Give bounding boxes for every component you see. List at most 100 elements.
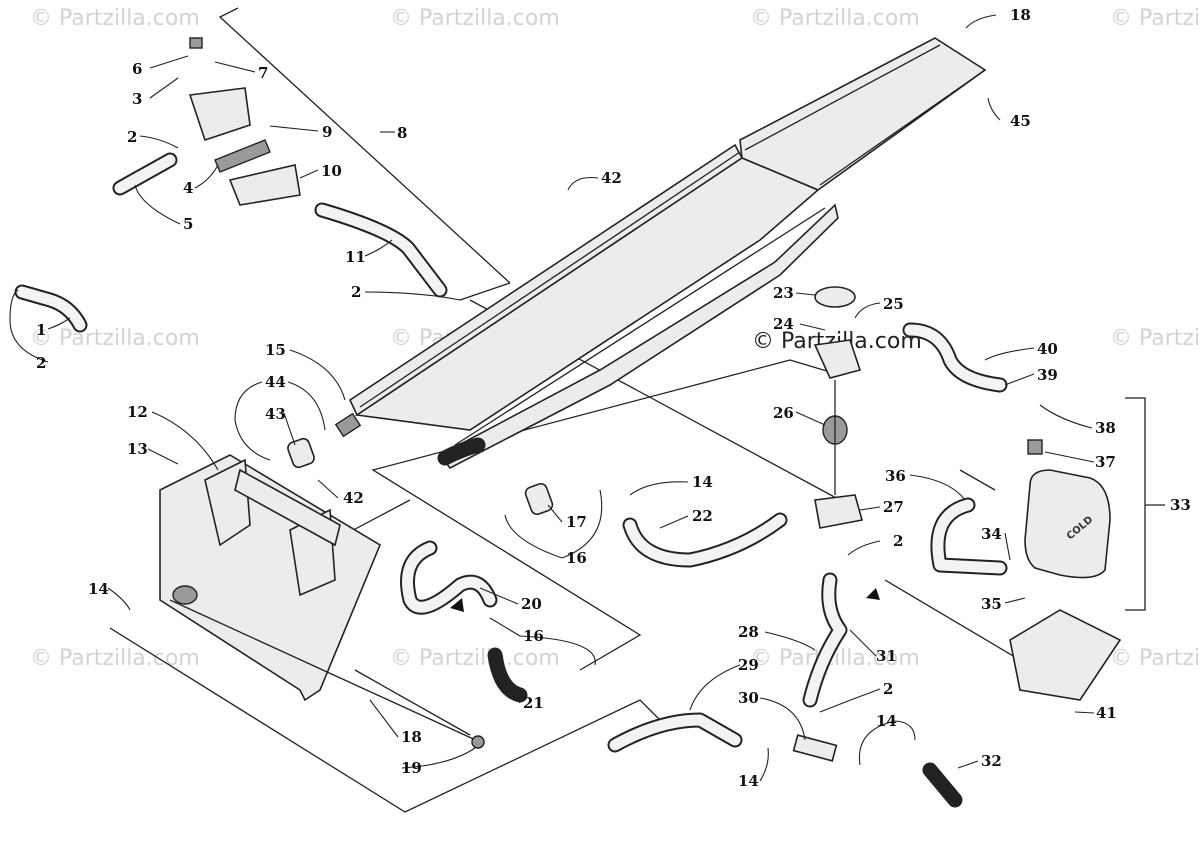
callout-28: 28 (738, 623, 759, 641)
coupler-43 (287, 437, 315, 469)
leader (795, 292, 816, 296)
callout-19: 19 (401, 759, 422, 777)
group-outlines (109, 7, 1165, 813)
hose-40-inner (904, 324, 1006, 391)
callout-25: 25 (883, 295, 904, 313)
leader (629, 481, 689, 496)
callout-38: 38 (1095, 419, 1116, 437)
callout-23: 23 (773, 284, 794, 302)
hose-5-inner (114, 154, 176, 194)
elbow-32 (922, 762, 963, 808)
callout-22: 22 (692, 507, 713, 525)
cap-37 (1027, 439, 1043, 455)
tank-body (1024, 469, 1111, 579)
leader (1004, 597, 1026, 604)
gasket (214, 139, 271, 173)
mount-bracket (1009, 609, 1122, 701)
leader (858, 720, 896, 766)
callout-32: 32 (981, 752, 1002, 770)
leader (894, 720, 916, 741)
callout-7: 7 (258, 64, 268, 82)
housing-27 (814, 494, 864, 529)
leader (987, 97, 1001, 121)
callout-15: 15 (265, 341, 286, 359)
leader (849, 629, 877, 657)
leader (795, 411, 826, 426)
leader (107, 587, 131, 611)
leader (854, 302, 881, 319)
leader (147, 448, 179, 465)
group-outline-right (884, 579, 1021, 661)
callout-14: 14 (88, 580, 109, 598)
leader (364, 291, 461, 301)
callout-2: 2 (883, 680, 893, 698)
leader (965, 14, 997, 29)
group-outline-top (459, 282, 511, 301)
leader (519, 635, 596, 666)
leader (659, 515, 689, 529)
callout-1: 1 (36, 321, 46, 339)
heat-exchanger-rails (334, 37, 987, 470)
tee-30 (792, 734, 838, 762)
coolant-hoses (287, 322, 1008, 808)
group-outline-bottom (109, 627, 661, 813)
rail-edge (454, 207, 826, 446)
hose-21 (487, 647, 528, 703)
watermark: © Partzilla.com (1110, 6, 1200, 31)
leader (269, 125, 319, 132)
callout-18: 18 (1010, 6, 1031, 24)
leader (1004, 532, 1011, 561)
callouts: 18 45 6 7 3 2 9 8 10 4 5 42 11 2 1 2 23 … (36, 6, 1191, 790)
hose-11-inner (316, 204, 446, 296)
leader (134, 184, 181, 225)
arrows (450, 588, 880, 612)
callout-29: 29 (738, 656, 759, 674)
arrow-marker (450, 598, 464, 612)
callout-45: 45 (1010, 112, 1031, 130)
watermark: © Partzilla.com (1110, 646, 1200, 671)
leader (1044, 451, 1095, 463)
leader (299, 169, 319, 179)
callout-16: 16 (566, 549, 587, 567)
housing-cover (188, 87, 251, 142)
leader (547, 504, 563, 523)
callout-43: 43 (265, 405, 286, 423)
watermark: © Partzilla.com (30, 6, 200, 31)
leader (9, 289, 49, 363)
group-outline-right (959, 469, 996, 491)
callout-20: 20 (521, 595, 542, 613)
overflow-tank: COLD (1009, 439, 1122, 701)
leader (567, 176, 599, 191)
callout-21: 21 (523, 694, 544, 712)
leader (504, 489, 603, 559)
leader (151, 411, 219, 471)
leader (364, 239, 393, 257)
callout-6: 6 (132, 60, 142, 78)
rod-end (471, 735, 485, 749)
leader (479, 587, 519, 605)
leader (149, 77, 179, 99)
leader (489, 617, 521, 637)
callout-34: 34 (981, 525, 1002, 543)
callout-40: 40 (1037, 340, 1058, 358)
leader (759, 747, 769, 782)
frame-crossbar (234, 468, 341, 547)
watermark: © Partzilla.com (30, 646, 200, 671)
frame-port (172, 585, 198, 605)
callout-39: 39 (1037, 366, 1058, 384)
frame-rod (169, 599, 481, 743)
leader-lines (9, 14, 1095, 782)
housing-24 (813, 339, 862, 379)
frame-rod (354, 669, 471, 736)
leader (234, 381, 271, 461)
front-frame (159, 454, 485, 749)
leader (847, 540, 881, 556)
leader (149, 55, 189, 69)
leader (401, 747, 476, 769)
leader (283, 412, 296, 446)
leader (317, 479, 339, 499)
callout-30: 30 (738, 689, 759, 707)
bracket-33 (1125, 397, 1146, 611)
leader (504, 679, 521, 704)
